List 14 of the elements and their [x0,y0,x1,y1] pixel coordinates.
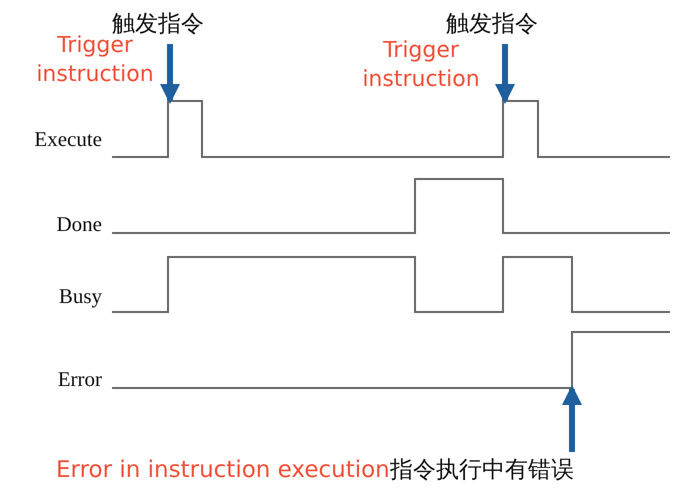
signal-name: Error [56,369,102,390]
waveform-edge [571,331,573,389]
arrow [562,385,582,452]
waveform-edge [502,100,504,158]
annotation-text: 触发指令 [446,11,538,39]
arrow [495,44,515,104]
annotation-text: Trigger instruction [361,37,481,94]
signal-name: Done [56,214,102,235]
annotation-text: 指令执行中有错误 [390,457,574,485]
arrow [160,44,180,104]
signal-name: Execute [33,129,102,150]
waveform-edge [167,100,169,158]
signal-name: Busy [58,286,102,307]
annotation-text: Error in instruction execution [56,457,390,485]
